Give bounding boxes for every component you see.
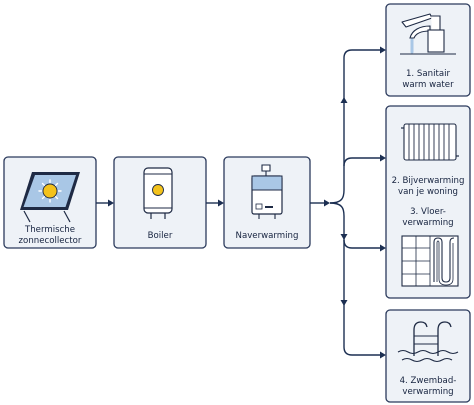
vloerverwarming-label-line1: 3. Vloer- (410, 207, 446, 217)
zwembad-box (385, 309, 471, 403)
sanitair-label-line2: warm water (402, 80, 454, 90)
output-zwembad: 4. Zwembad- verwarming (385, 309, 471, 403)
node-thermische-zonnecollector: Thermische zonnecollector (3, 156, 97, 249)
solar-collector-icon (20, 172, 80, 223)
collector-label-line2: zonnecollector (19, 236, 82, 246)
source-connectors (96, 199, 330, 207)
radiator-icon (401, 123, 459, 161)
node-naverwarming: Naverwarming (223, 156, 311, 249)
zwembad-label-line2: verwarming (402, 387, 453, 397)
boiler-label: Boiler (148, 231, 173, 241)
collector-label-line1: Thermische (24, 225, 75, 235)
vloerverwarming-label-line2: verwarming (402, 218, 453, 228)
node-boiler: Boiler (113, 156, 207, 249)
sanitair-label-line1: 1. Sanitair (406, 69, 451, 79)
output-bijverwarming-vloerverwarming: 2. Bijverwarming van je woning 3. Vloer-… (385, 105, 471, 299)
naverwarming-label: Naverwarming (236, 231, 299, 241)
zwembad-label-line1: 4. Zwembad- (400, 376, 457, 386)
boiler-icon (143, 167, 173, 219)
output-sanitair: 1. Sanitair warm water (385, 3, 471, 97)
bijverwarming-label-line1: 2. Bijverwarming (392, 176, 465, 186)
bijverwarming-label-line2: van je woning (398, 187, 458, 197)
floor-heating-icon (401, 235, 459, 287)
distribution-lines (329, 46, 386, 359)
heater-unit-icon (251, 164, 283, 219)
pool-ladder-icon (397, 321, 459, 363)
faucet-icon (400, 13, 456, 55)
